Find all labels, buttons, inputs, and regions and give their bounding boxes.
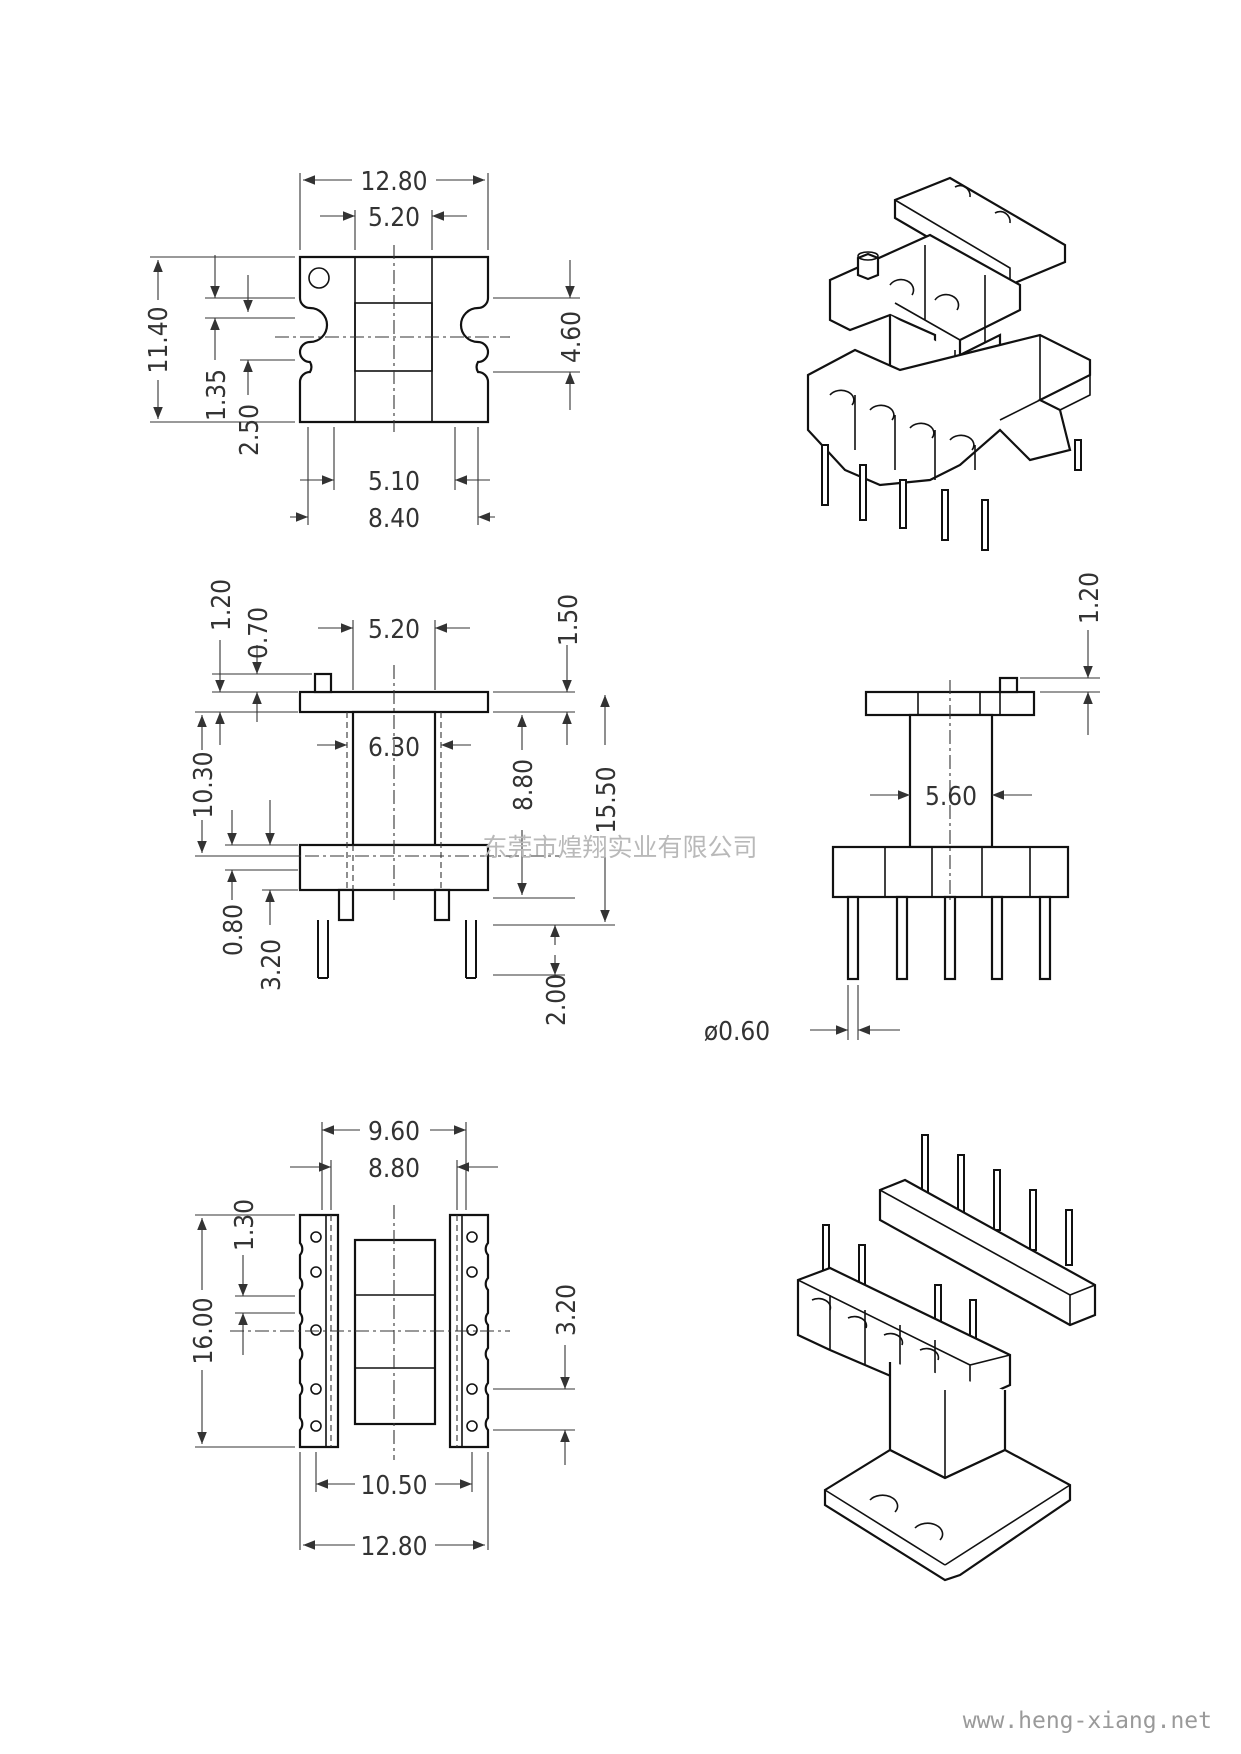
- dim-top-height: 11.40: [144, 307, 174, 374]
- dim-front-top-flange: 1.50: [554, 594, 584, 646]
- dim-front-window-inner: 8.80: [509, 759, 539, 811]
- dim-side-pin-diameter: ø0.60: [704, 1017, 770, 1047]
- top-view: 12.80 5.20 11.40 1.35 2.50 4.60: [144, 167, 587, 534]
- dim-side-flange: 1.20: [1075, 572, 1105, 624]
- dim-top-notch-offset: 2.50: [235, 404, 265, 456]
- bottom-view: 9.60 8.80 16.00 1.30 3.20 10.50: [189, 1117, 582, 1562]
- isometric-view-bottom: [796, 1134, 1097, 1582]
- dim-bottom-width: 12.80: [361, 1532, 428, 1562]
- front-view: 5.20 6.30 1.20 0.70 10.30 0.80 3.20: [189, 579, 622, 1026]
- isometric-view-top: [806, 176, 1092, 551]
- dim-top-slot: 5.20: [368, 203, 420, 233]
- dim-front-pin-gap: 2.00: [542, 974, 572, 1026]
- dim-bottom-inner-span: 8.80: [368, 1154, 420, 1184]
- dim-bottom-edge: 1.30: [230, 1199, 260, 1251]
- dim-front-base-offset: 0.80: [219, 904, 249, 956]
- dim-top-notch-span: 8.40: [368, 504, 420, 534]
- dim-bottom-flange-span: 9.60: [368, 1117, 420, 1147]
- dim-top-notch-pitch: 4.60: [557, 311, 587, 363]
- dim-front-total-height: 15.50: [592, 767, 622, 834]
- dim-top-inner: 5.10: [368, 467, 420, 497]
- dim-side-core: 5.60: [925, 782, 977, 812]
- dim-front-pin-length: 3.20: [257, 939, 287, 991]
- dim-bottom-pin-row: 10.50: [361, 1471, 428, 1501]
- side-view: 1.20 5.60 ø0.60: [704, 572, 1105, 1047]
- website-link[interactable]: www.heng-xiang.net: [963, 1708, 1212, 1734]
- dim-top-notch: 1.35: [202, 369, 232, 421]
- watermark-text: 东莞市煌翔实业有限公司: [482, 833, 757, 862]
- dim-front-stub: 0.70: [244, 607, 274, 659]
- dim-bottom-length: 16.00: [189, 1298, 219, 1365]
- dim-front-window: 5.20: [368, 615, 420, 645]
- dim-front-window-height: 10.30: [189, 752, 219, 819]
- dim-top-width: 12.80: [361, 167, 428, 197]
- dim-front-core: 6.30: [368, 733, 420, 763]
- dim-front-flange: 1.20: [207, 579, 237, 631]
- dim-bottom-pin-pitch: 3.20: [552, 1284, 582, 1336]
